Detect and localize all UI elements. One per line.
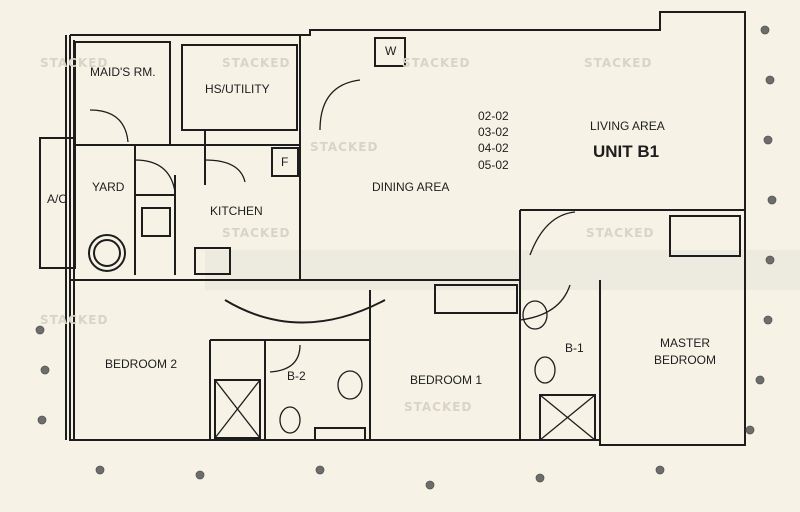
kitchen-sink: [141, 207, 171, 237]
wardrobe-1: [434, 284, 518, 314]
plant: [35, 325, 45, 335]
shower-2: [214, 379, 261, 439]
maids-room-label: MAID'S RM.: [90, 65, 156, 79]
plant: [765, 255, 775, 265]
yard-label: YARD: [92, 180, 125, 194]
plant: [315, 465, 325, 475]
door-swing: [134, 159, 176, 193]
bath-1-label: B-1: [565, 341, 584, 355]
shower-1: [539, 394, 596, 441]
master-bedroom-label: MASTER BEDROOM: [640, 335, 730, 370]
plant: [755, 375, 765, 385]
plant: [40, 365, 50, 375]
stove: [194, 247, 231, 275]
unit-number: 04-02: [478, 141, 509, 156]
unit-number: 03-02: [478, 125, 509, 140]
fridge-box: [271, 147, 299, 177]
plant: [763, 135, 773, 145]
vanity-2: [314, 427, 366, 441]
bedroom-1-label: BEDROOM 1: [410, 373, 483, 387]
plant: [195, 470, 205, 480]
shower-diag: [539, 394, 596, 441]
watermark: STACKED: [222, 56, 291, 70]
watermark: STACKED: [310, 140, 379, 154]
watermark: STACKED: [40, 56, 109, 70]
plant: [745, 425, 755, 435]
toilet-2: [279, 406, 301, 434]
unit-number: 05-02: [478, 157, 509, 172]
master-label-line1: MASTER: [659, 336, 710, 350]
washer-label: W: [385, 44, 397, 58]
watermark: STACKED: [40, 313, 109, 327]
plant: [655, 465, 665, 475]
toilet-1: [534, 356, 556, 384]
bedroom-2-label: BEDROOM 2: [105, 357, 178, 371]
ac-label: A/C: [47, 192, 68, 206]
door-swing: [204, 159, 246, 183]
hs-utility-wall: [181, 44, 298, 131]
unit-number: 02-02: [478, 109, 509, 123]
bath-2-label: B-2: [287, 369, 306, 383]
watermark: STACKED: [584, 56, 653, 70]
outer-wall: [69, 11, 746, 446]
living-label: LIVING AREA: [590, 119, 665, 133]
watermark: STACKED: [586, 226, 655, 240]
master-label-line2: BEDROOM: [653, 353, 716, 368]
door-swing: [269, 344, 301, 373]
door-swing: [89, 109, 129, 143]
door-swing: [319, 79, 361, 131]
ac-ledge: [39, 137, 76, 269]
basin-1: [522, 300, 548, 330]
plant: [37, 415, 47, 425]
watermark: STACKED: [402, 56, 471, 70]
wardrobe: [669, 215, 741, 257]
hs-utility-label: HS/UTILITY: [205, 82, 270, 96]
plant: [760, 25, 770, 35]
plant: [765, 75, 775, 85]
plant: [95, 465, 105, 475]
planter: [224, 299, 386, 324]
door-swing: [529, 211, 576, 256]
watermark: STACKED: [404, 400, 473, 414]
plant: [535, 473, 545, 483]
door-swing: [519, 284, 571, 321]
plant: [763, 315, 773, 325]
watermark: STACKED: [222, 226, 291, 240]
plant: [767, 195, 777, 205]
basin-2: [337, 370, 363, 400]
washer-box: [374, 37, 406, 67]
unit-number-list: 02-02 03-02 04-02 05-02: [478, 108, 509, 173]
shower-diag: [214, 379, 261, 439]
kitchen-label: KITCHEN: [210, 204, 263, 218]
unit-label: UNIT B1: [593, 142, 660, 161]
dining-label: DINING AREA: [372, 180, 450, 194]
fridge-label: F: [281, 155, 289, 169]
drum-unit: [88, 234, 126, 272]
plant: [425, 480, 435, 490]
